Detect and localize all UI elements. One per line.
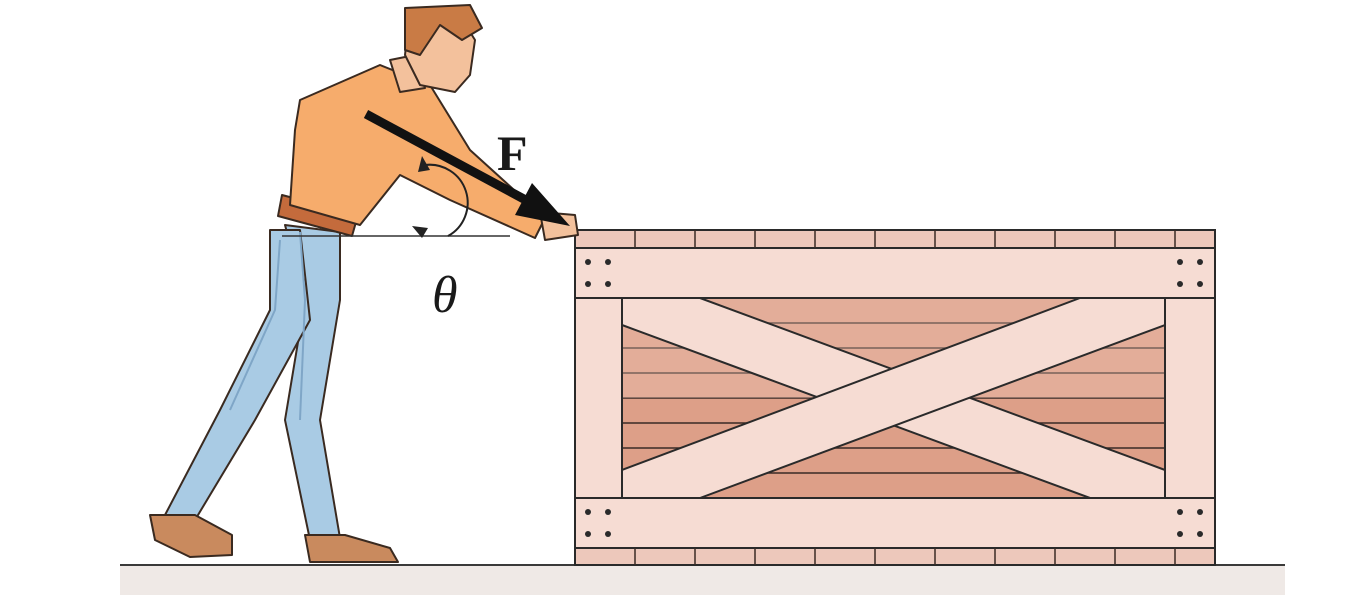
floor bbox=[120, 564, 1285, 595]
crate bbox=[574, 229, 1216, 566]
crate-nails bbox=[585, 259, 1203, 537]
person bbox=[149, 4, 579, 563]
person-hair bbox=[404, 4, 483, 56]
angle-arrowhead-top bbox=[418, 156, 430, 172]
angle-label: θ bbox=[432, 267, 458, 324]
crate-bottom-board bbox=[574, 497, 1216, 549]
angle-arc bbox=[424, 163, 469, 237]
force-label: F bbox=[497, 125, 528, 181]
person-front-shoe bbox=[149, 514, 233, 558]
crate-bottom-strip bbox=[574, 547, 1216, 566]
person-front-leg bbox=[164, 229, 311, 521]
crate-top-board bbox=[574, 247, 1216, 299]
crate-top-strip bbox=[574, 229, 1216, 249]
crate-right-post bbox=[1164, 297, 1216, 499]
crate-left-post bbox=[574, 297, 623, 499]
angle-arrowhead-bottom bbox=[412, 226, 428, 238]
force-arrow bbox=[363, 110, 570, 226]
person-back-shoe bbox=[304, 534, 399, 563]
